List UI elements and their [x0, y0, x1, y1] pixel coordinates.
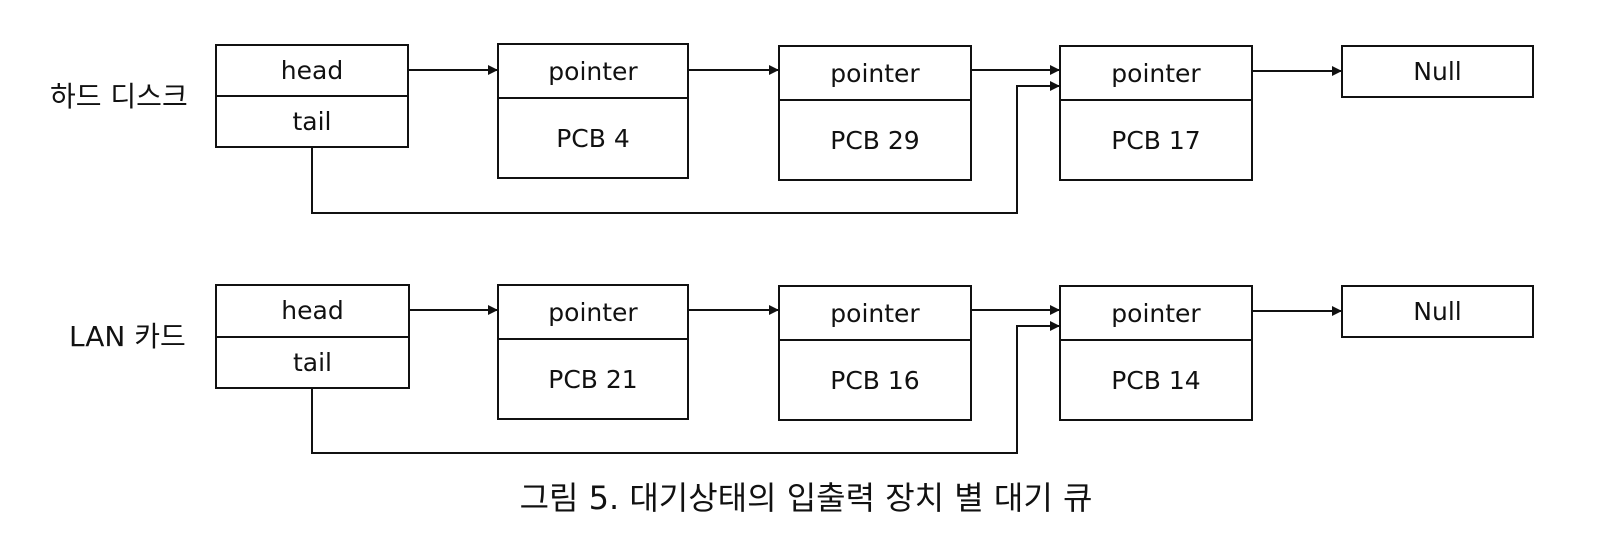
- null-terminator: Null: [1341, 285, 1534, 338]
- tail-field: tail: [292, 107, 332, 136]
- pcb-node: pointer PCB 16: [778, 285, 972, 421]
- pcb-label: PCB 17: [1111, 125, 1201, 155]
- null-label: Null: [1413, 57, 1462, 86]
- queue-header-box: head tail: [215, 284, 410, 389]
- device-label: 하드 디스크: [50, 80, 188, 113]
- figure-caption: 그림 5. 대기상태의 입출력 장치 별 대기 큐: [519, 479, 1093, 517]
- pcb-node: pointer PCB 4: [497, 43, 689, 179]
- null-terminator: Null: [1341, 45, 1534, 98]
- pcb-label: PCB 4: [556, 123, 630, 153]
- tail-field: tail: [292, 347, 332, 377]
- pcb-node: pointer PCB 29: [778, 45, 972, 181]
- pointer-field: pointer: [499, 286, 687, 340]
- null-label: Null: [1413, 297, 1462, 326]
- pcb-label: PCB 21: [548, 364, 638, 394]
- pointer-field: pointer: [499, 45, 687, 99]
- pcb-node: pointer PCB 14: [1059, 285, 1253, 421]
- pcb-node: pointer PCB 21: [497, 284, 689, 420]
- head-field: head: [217, 286, 408, 338]
- queue-header-box: head tail: [215, 44, 409, 148]
- pcb-label: PCB 14: [1111, 365, 1201, 395]
- device-label: LAN 카드: [69, 320, 186, 353]
- head-field: head: [217, 46, 407, 97]
- pointer-field: pointer: [1061, 47, 1251, 101]
- pointer-field: pointer: [780, 287, 970, 341]
- pcb-label: PCB 16: [830, 365, 920, 395]
- pcb-label: PCB 29: [830, 125, 920, 155]
- pointer-field: pointer: [780, 47, 970, 101]
- pointer-field: pointer: [1061, 287, 1251, 341]
- pcb-node: pointer PCB 17: [1059, 45, 1253, 181]
